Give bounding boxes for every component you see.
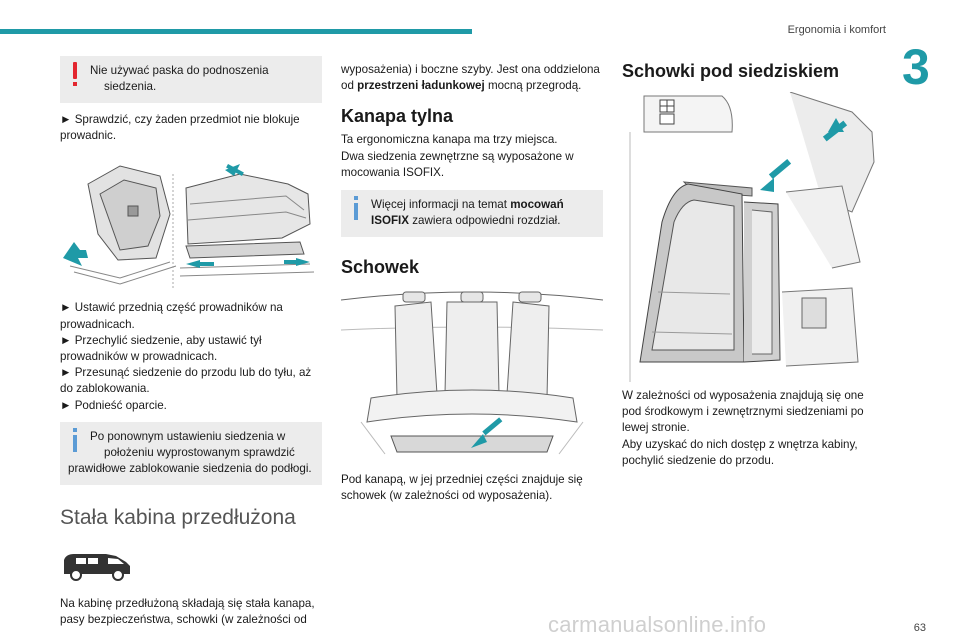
bullet-slide-seat: ► Przesunąć siedzenie do przodu lub do t… [60,366,312,396]
para-bold-text: przestrzeni ładunkowej [357,79,485,93]
bench-diagram [340,291,604,455]
column-1: Nie używać paska do podnoszenia siedzeni… [60,56,322,628]
kanapa-line2: Dwa siedzenia zewnętrzne są wyposażone w… [341,149,574,179]
bullet-tilt-seat: ► Przechylić siedzenie, aby ustawić tył … [60,333,262,364]
schowek-paragraph: Pod kanapą, w jej przedniej części znajd… [341,473,583,503]
watermark: carmanualsonline.info [548,612,767,637]
info-line1: Po ponownym ustawieniu siedzenia w [90,429,286,443]
heading-schowek: Schowek [341,257,420,278]
info-icon [351,196,361,222]
warning-icon [70,62,80,88]
bullet-raise-back: ► Podnieść oparcie. [60,398,167,412]
under-seat-storage-illustration [622,91,884,382]
schowki-paragraph-1: W zależności od wyposażenia znajdują się… [622,389,864,435]
schowki-paragraph-2: Aby uzyskać do nich dostęp z wnętrza kab… [622,437,858,467]
heading-kanapa: Kanapa tylna [341,106,454,127]
info-isofix-bold1: mocowań [510,198,564,212]
bullet-set-front: ► Ustawić przednią część prowadników na … [60,301,283,331]
column-3: Schowki pod siedziskiem [622,56,884,469]
header-accent-bar [0,29,472,34]
cabin-paragraph: Na kabinę przedłużoną składają się stała… [60,596,315,627]
para-cont-text: wyposażenia) i boczne szyby. Jest ona od… [341,63,600,93]
info-isofix-pre: Więcej informacji na temat [371,198,507,212]
cabin-paragraph-cont: wyposażenia) i boczne szyby. Jest ona od… [341,62,603,94]
warning-line1: Nie używać paska do podnoszenia [90,64,269,77]
info-note-isofix: Więcej informacji na temat mocowań ISOFI… [341,190,603,238]
warning-line2: siedzenia. [104,80,157,93]
warning-note: Nie używać paska do podnoszenia siedzeni… [60,56,322,103]
under-seat-diagram [629,91,875,382]
chapter-title: Ergonomia i komfort [787,24,886,36]
bullet-check-rails: ► Sprawdzić, czy żaden przedmiot nie blo… [60,113,300,143]
info-line2: położeniu wyprostowanym sprawdzić [104,445,295,459]
seat-rail-diagram [63,164,315,289]
info-isofix-post: zawiera odpowiedni rozdział. [412,214,561,228]
seat-illustration [60,154,322,289]
info-icon [70,427,80,454]
info-isofix-bold2: ISOFIX [371,214,410,228]
heading-schowki: Schowki pod siedziskiem [622,61,840,81]
bench-storage-illustration [340,290,604,456]
para-end-text: mocną przegrodą. [487,79,582,93]
page-number: 63 [913,622,926,634]
van-icon [60,548,140,582]
kanapa-line1: Ta ergonomiczna kanapa ma trzy miejsca. [341,133,558,147]
section-title-cabin: Stała kabina przedłużona [60,505,296,529]
chapter-number: 3 [902,39,930,95]
info-note-lock: Po ponownym ustawieniu siedzenia w położ… [60,421,322,485]
info-line3: prawidłowe zablokowanie siedzenia do pod… [68,461,312,475]
column-2: wyposażenia) i boczne szyby. Jest ona od… [340,56,604,504]
